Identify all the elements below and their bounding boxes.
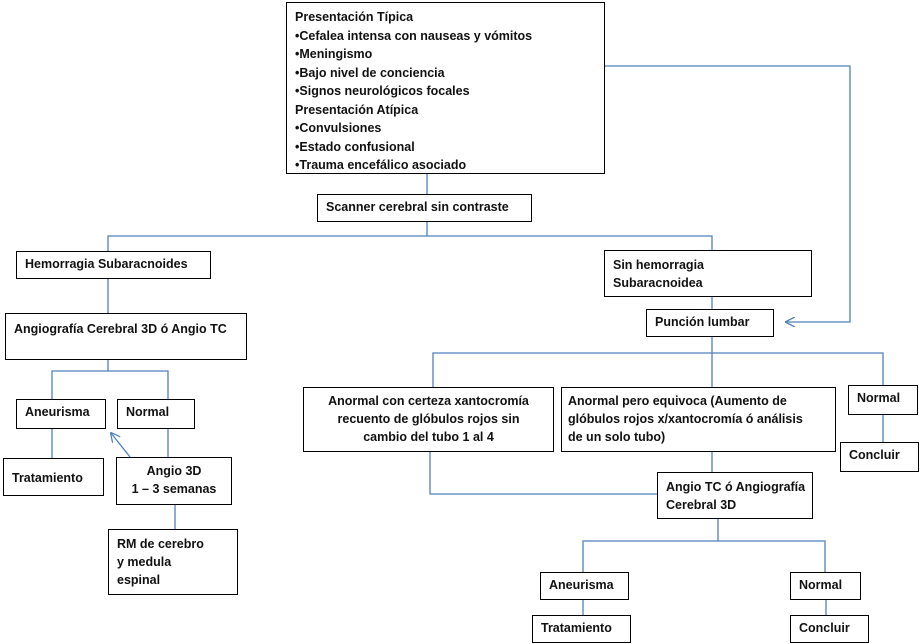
presentation-box: Presentación Típica Cefalea intensa con … [286,2,605,174]
connector [108,370,169,399]
scanner-label: Scanner cerebral sin contraste [326,200,509,214]
concluir-right-box: Concluir [840,442,919,472]
hsa-label: Hemorragia Subaracnoides [25,257,188,271]
connector-arrow [111,433,131,458]
angio-repeat-box: Angio 3D 1 – 3 semanas [116,457,232,505]
anormal-equivoca-line: glóbulos rojos x/xantocromía ó análisis [568,412,803,426]
atypical-presentation-heading: Presentación Atípica [295,102,419,117]
puncion-label: Punción lumbar [655,315,750,329]
connector [429,452,657,495]
connector [51,360,109,399]
aneurisma-left-label: Aneurisma [25,405,90,419]
angio-tc-line: Cerebral 3D [666,498,737,512]
tratamiento-left-box: Tratamiento [3,458,104,496]
connector [712,352,884,385]
connector [427,235,713,250]
normal-left-label: Normal [126,405,170,419]
anormal-equivoca-line: de un solo tubo) [568,430,666,444]
angio-repeat-line: 1 – 3 semanas [131,482,217,496]
angio3d-tc-label: Angiografía Cerebral 3D ó Angio TC [14,322,227,336]
rm-box: RM de cerebro y medula espinal [108,529,238,595]
connector [582,519,719,572]
connector [718,540,826,572]
angio-tc-line: Angio TC ó Angiografía [666,480,806,494]
anormal-certeza-line: Anormal con certeza xantocromía [328,394,529,408]
rm-line: espinal [117,573,161,587]
aneurisma-left-box: Aneurisma [16,399,106,429]
normal-right2-box: Normal [790,572,861,600]
aneurisma-right-box: Aneurisma [540,572,629,600]
sin-hsa-box: Sin hemorragia Subaracnoidea [604,250,812,297]
sin-hsa-line: Subaracnoidea [613,276,703,290]
normal-right-box: Normal [848,385,918,415]
rm-line: RM de cerebro [117,537,204,551]
hsa-box: Hemorragia Subaracnoides [16,251,211,279]
atypical-item: Convulsiones [295,119,596,138]
normal-right2-label: Normal [799,578,843,592]
concluir-right-label: Concluir [849,448,900,462]
connector [432,337,713,387]
typical-item: Cefalea intensa con nauseas y vómitos [295,27,596,46]
normal-right-label: Normal [857,391,901,405]
tratamiento-right-label: Tratamiento [541,621,612,635]
anormal-certeza-box: Anormal con certeza xantocromía recuento… [303,387,554,452]
typical-item: Bajo nivel de conciencia [295,64,596,83]
atypical-item: Estado confusional [295,138,596,157]
connector [107,222,428,251]
anormal-equivoca-line: Anormal pero equivoca (Aumento de [568,394,787,408]
tratamiento-left-label: Tratamiento [12,471,83,485]
puncion-box: Punción lumbar [646,309,774,337]
atypical-item: Trauma encefálico asociado [295,156,596,175]
concluir-right2-label: Concluir [799,621,850,635]
normal-left-box: Normal [117,399,195,429]
typical-item: Signos neurológicos focales [295,82,596,101]
anormal-equivoca-box: Anormal pero equivoca (Aumento de glóbul… [561,387,836,452]
tratamiento-right-box: Tratamiento [532,615,631,643]
typical-presentation-heading: Presentación Típica [295,10,414,24]
anormal-certeza-line: recuento de glóbulos rojos sin [337,412,520,426]
angio3d-tc-box: Angiografía Cerebral 3D ó Angio TC [5,313,247,360]
aneurisma-right-label: Aneurisma [549,578,614,592]
rm-line: y medula [117,555,172,569]
typical-item: Meningismo [295,45,596,64]
angio-repeat-line: Angio 3D [146,464,202,478]
scanner-box: Scanner cerebral sin contraste [317,194,532,222]
sin-hsa-line: Sin hemorragia [613,258,704,272]
anormal-certeza-line: cambio del tubo 1 al 4 [363,430,494,444]
angio-tc-box: Angio TC ó Angiografía Cerebral 3D [657,472,813,519]
concluir-right2-box: Concluir [790,615,869,643]
